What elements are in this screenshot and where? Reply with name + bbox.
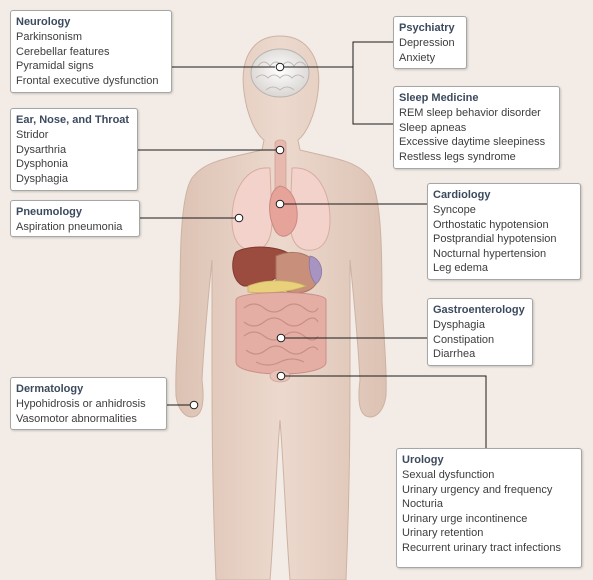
psychiatry-box: Psychiatry Depression Anxiety <box>393 16 467 69</box>
right-lung <box>289 167 331 251</box>
neurology-item: Frontal executive dysfunction <box>16 74 159 87</box>
cardiology-item: Postprandial hypotension <box>433 233 557 246</box>
ent-item: Dysphonia <box>16 158 68 171</box>
sleep-medicine-item: REM sleep behavior disorder <box>399 107 541 119</box>
ent-item: Dysphagia <box>16 172 68 185</box>
pancreas <box>247 280 308 294</box>
connector-endpoints <box>189 62 286 410</box>
sleep-medicine-item: Sleep apneas <box>399 121 467 134</box>
neurology-item: Cerebellar features <box>16 45 110 58</box>
endpoint-intestine <box>276 333 286 343</box>
gastroenterology-box: Gastroenterology Dysphagia Constipation … <box>427 298 533 366</box>
ent-box: Ear, Nose, and Throat Stridor Dysarthria… <box>10 108 138 191</box>
sleep-medicine-item: Restless legs syndrome <box>399 150 516 163</box>
psychiatry-item: Anxiety <box>399 51 436 64</box>
urology-item: Sexual dysfunction <box>402 469 495 481</box>
cardiology-item: Orthostatic hypotension <box>433 218 549 231</box>
endpoint-lung <box>234 213 244 223</box>
gastroenterology-item: Constipation <box>433 333 495 346</box>
pneumology-title: Pneumology <box>16 206 83 218</box>
endpoint-heart <box>275 199 285 209</box>
cardiology-title: Cardiology <box>433 189 491 201</box>
ent-title: Ear, Nose, and Throat <box>16 114 130 126</box>
sleep-medicine-box: Sleep Medicine REM sleep behavior disord… <box>393 86 560 169</box>
gastroenterology-item: Dysphagia <box>433 319 485 331</box>
gastroenterology-item: Diarrhea <box>433 348 476 361</box>
urology-item: Urinary urgency and frequency <box>402 483 553 496</box>
urology-item: Urinary urge incontinence <box>402 512 528 525</box>
psychiatry-title: Psychiatry <box>399 22 455 34</box>
heart <box>269 185 298 237</box>
sleep-medicine-item: Excessive daytime sleepiness <box>399 136 546 149</box>
connector-urology <box>285 375 487 448</box>
endpoint-throat <box>275 145 285 155</box>
brain <box>250 48 310 98</box>
cardiology-item: Leg edema <box>433 262 489 275</box>
left-lung <box>231 167 273 251</box>
cardiology-item: Nocturnal hypertension <box>433 247 547 260</box>
cardiology-item: Syncope <box>433 204 476 216</box>
dermatology-title: Dermatology <box>16 383 84 395</box>
neurology-box: Neurology Parkinsonism Cerebellar featur… <box>10 10 172 93</box>
endpoint-hand <box>189 400 199 410</box>
spleen <box>308 255 323 285</box>
dermatology-item: Hypohidrosis or anhidrosis <box>16 398 146 410</box>
pneumology-item: Aspiration pneumonia <box>16 221 123 233</box>
neurology-item: Parkinsonism <box>16 31 83 43</box>
endpoint-brain <box>275 62 285 72</box>
urology-item: Recurrent urinary tract infections <box>402 541 561 554</box>
neurology-title: Neurology <box>16 16 71 28</box>
urology-item: Urinary retention <box>402 527 484 540</box>
urology-box: Urology Sexual dysfunction Urinary urgen… <box>396 448 582 568</box>
urology-title: Urology <box>402 454 444 466</box>
endpoint-bladder <box>276 371 286 381</box>
sleep-medicine-title: Sleep Medicine <box>399 92 479 104</box>
cardiology-box: Cardiology Syncope Orthostatic hypotensi… <box>427 183 581 280</box>
psychiatry-item: Depression <box>399 37 455 49</box>
connector-psychiatry-sleep <box>284 41 393 68</box>
dermatology-item: Vasomotor abnormalities <box>16 412 137 425</box>
ent-item: Stridor <box>16 129 49 141</box>
urology-item: Nocturia <box>402 498 443 511</box>
pneumology-box: Pneumology Aspiration pneumonia <box>10 200 140 237</box>
connectors <box>138 41 487 448</box>
gastroenterology-title: Gastroenterology <box>433 304 525 316</box>
connector-sleep <box>352 67 393 125</box>
ent-item: Dysarthria <box>16 143 67 156</box>
neurology-item: Pyramidal signs <box>16 60 94 73</box>
dermatology-box: Dermatology Hypohidrosis or anhidrosis V… <box>10 377 167 430</box>
